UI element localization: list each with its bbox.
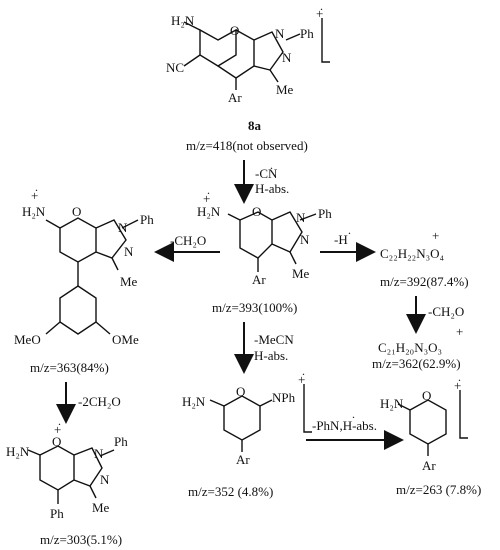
n2-label: N	[282, 50, 292, 65]
bl-h2n: H₂N	[6, 444, 30, 459]
right2-formula: C₂₁H₂₀N₃O₃	[378, 340, 442, 355]
nh2-label: H₂N	[171, 13, 195, 28]
svg-text:+: +	[456, 324, 463, 339]
left-o: O	[72, 204, 81, 219]
molecule-center: H₂N + . O N Ph N Ar Me	[197, 183, 332, 287]
center-down-step-1: -MeCN	[254, 332, 294, 347]
right-formula: C₂₂H₂₂N₃O₄	[380, 246, 444, 261]
svg-text:.: .	[35, 180, 38, 194]
svg-text:.: .	[458, 370, 461, 384]
svg-text:+: +	[454, 378, 461, 393]
svg-text:+: +	[203, 191, 210, 206]
left-down-step: -2CH₂O	[78, 394, 121, 409]
svg-text:.: .	[320, 0, 323, 13]
center-n2: N	[300, 232, 310, 247]
center-ar: Ar	[252, 272, 266, 287]
br-h2n: H₂N	[380, 396, 404, 411]
bl-n1: N	[94, 446, 104, 461]
center-ph: Ph	[318, 206, 332, 221]
mb-ar: Ar	[236, 452, 250, 467]
center-n1: N	[296, 210, 306, 225]
step-top-1: -CN	[255, 166, 278, 181]
bl-ph: Ph	[114, 434, 128, 449]
svg-text:.: .	[270, 158, 273, 172]
left-step: -CH₂O	[170, 233, 206, 248]
left-n2: N	[124, 244, 134, 259]
middle-bottom-mz: m/z=352 (4.8%)	[188, 484, 273, 499]
svg-text:.: .	[58, 414, 61, 428]
step-top-2: H-abs.	[255, 181, 289, 196]
center-mz: m/z=393(100%)	[212, 300, 297, 315]
right-mz: m/z=392(87.4%)	[380, 274, 469, 289]
svg-text:+: +	[298, 372, 305, 387]
svg-text:+: +	[54, 422, 61, 437]
left-mz: m/z=363(84%)	[30, 360, 109, 375]
mb-o: O	[236, 384, 245, 399]
svg-text:+: +	[316, 6, 323, 21]
bottom-left-mz: m/z=303(5.1%)	[40, 532, 122, 547]
left-me: Me	[120, 274, 138, 289]
molecule-8a: + . H₂N O N Ph N NC Ar Me	[166, 0, 330, 105]
bl-n2: N	[100, 472, 110, 487]
svg-text:.: .	[207, 183, 210, 197]
left-ph: Ph	[140, 212, 154, 227]
center-me: Me	[292, 266, 310, 281]
left-h2n: H₂N	[22, 204, 46, 219]
left-ome1: MeO	[14, 332, 41, 347]
compound-title: 8a	[248, 118, 262, 133]
top-mz: m/z=418(not observed)	[186, 138, 308, 153]
center-nh2: H₂N	[197, 204, 221, 219]
n1-label: N	[275, 26, 285, 41]
molecule-bottom-left: H₂N O + . N Ph N Ph Me	[6, 414, 128, 521]
bl-o: O	[52, 434, 61, 449]
left-n1: N	[118, 220, 128, 235]
right2-mz: m/z=362(62.9%)	[372, 356, 461, 371]
molecule-middle-bottom: + . H₂N O NPh Ar	[182, 364, 312, 467]
molecule-bottom-right: + . H₂N O Ar	[380, 370, 468, 473]
left-ome2: OMe	[112, 332, 139, 347]
bl-me: Me	[92, 500, 110, 515]
svg-text:.: .	[348, 223, 351, 237]
bottom-right-step: -PhN,H-abs.	[312, 418, 377, 433]
right-step: -H	[334, 232, 348, 247]
mb-h2n: H₂N	[182, 394, 206, 409]
o-label: O	[230, 23, 239, 38]
br-o: O	[422, 388, 431, 403]
me-label: Me	[276, 82, 294, 97]
svg-text:.: .	[302, 364, 305, 378]
center-o: O	[252, 204, 261, 219]
br-ar: Ar	[422, 458, 436, 473]
bl-ph2: Ph	[50, 506, 64, 521]
ar-label: Ar	[228, 90, 242, 105]
mb-nph: NPh	[272, 390, 296, 405]
svg-text:+: +	[31, 188, 38, 203]
molecule-left: H₂N + . O N Ph N Me MeO OMe	[14, 180, 154, 347]
bottom-right-mz: m/z=263 (7.8%)	[396, 482, 481, 497]
svg-text:+: +	[432, 228, 439, 243]
nc-label: NC	[166, 60, 184, 75]
center-down-step-2: H-abs.	[254, 348, 288, 363]
right-down-step: -CH₂O	[428, 304, 464, 319]
svg-text:.: .	[352, 407, 355, 421]
ph-label: Ph	[300, 26, 314, 41]
